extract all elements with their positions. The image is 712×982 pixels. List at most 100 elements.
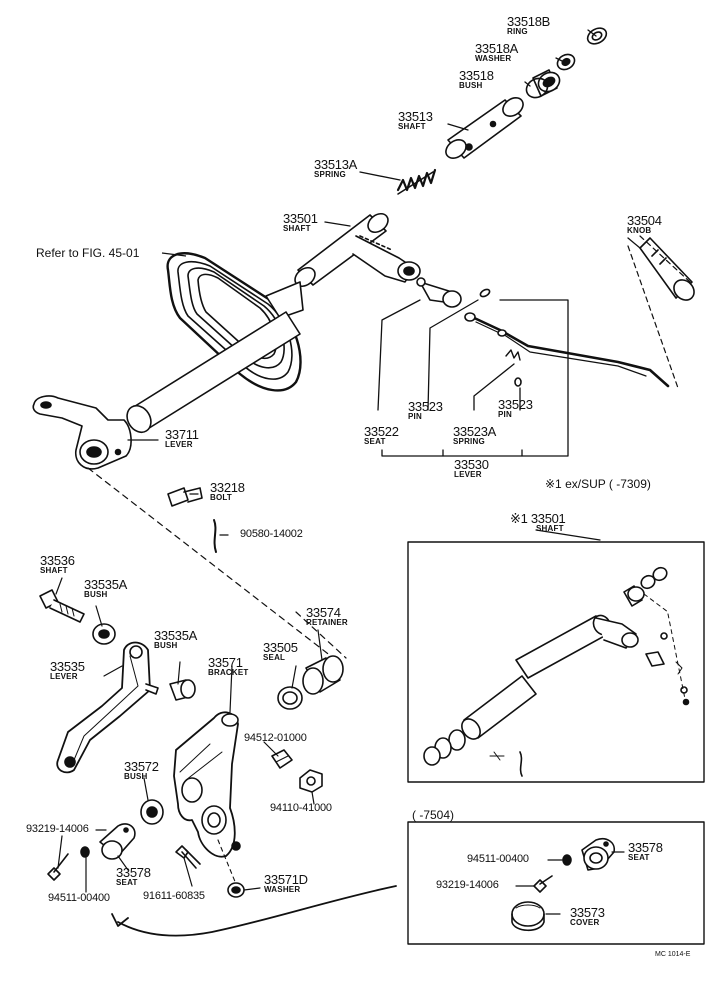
washer-33571D-part	[227, 882, 245, 898]
part-name: BUSH	[84, 590, 108, 599]
part-number: 33522	[364, 424, 399, 439]
part-number: 33711	[165, 427, 199, 442]
part-name: COVER	[570, 918, 600, 927]
part-number: 33518B	[507, 14, 551, 29]
part-label-33530: 33530 LEVER	[454, 458, 489, 479]
part-number: 33518A	[475, 41, 519, 56]
part-label-33523-pin-second: 33523 PIN	[498, 398, 533, 419]
part-number-91611: 91611-60835	[143, 890, 205, 902]
part-name: PIN	[408, 412, 422, 421]
lower-leader-lines	[55, 577, 323, 893]
spring-33523A-part	[505, 349, 521, 361]
part-number: 33578	[628, 840, 663, 855]
part-name: SHAFT	[536, 524, 564, 533]
part-number-94512: 94512-01000	[244, 732, 307, 744]
shaft-33513-part	[445, 97, 524, 159]
seat-33522-part	[416, 277, 462, 308]
bolt-91611-part	[175, 845, 201, 869]
part-name: KNOB	[627, 226, 652, 235]
part-label-33518: 33518 BUSH	[459, 69, 494, 90]
bracket-dashed-guide	[217, 839, 237, 885]
part-label-33518B: 33518B RING	[507, 15, 550, 36]
part-name: WASHER	[475, 54, 512, 63]
part-name: SEAT	[364, 437, 386, 446]
inset-shaft-drawing	[423, 566, 690, 777]
part-number: 33535	[50, 659, 85, 674]
lever-33711-part	[32, 395, 132, 470]
retainer-33574-part	[302, 655, 344, 695]
part-label-33513: 33513 SHAFT	[398, 110, 433, 131]
part-number: 33513	[398, 109, 433, 124]
part-label-33518A: 33518A WASHER	[475, 42, 518, 63]
bolt-93219-part	[47, 853, 69, 881]
part-name: RING	[507, 27, 528, 36]
bush-33518-part	[525, 69, 561, 99]
part-label-33501: 33501 SHAFT	[283, 212, 318, 233]
figure-code: MC 1014-E	[655, 951, 691, 958]
part-label-33522: 33522 SEAT	[364, 425, 399, 446]
figure-reference: Refer to FIG. 45-01	[36, 246, 140, 260]
part-label-33218: 33218 BOLT	[210, 481, 245, 502]
bolt-33218-part	[167, 487, 203, 507]
part-number: 33535A	[84, 577, 128, 592]
part-name: SPRING	[453, 437, 485, 446]
part-label-33535A: 33535A BUSH	[84, 578, 127, 599]
part-name: RETAINER	[306, 618, 348, 627]
shaft-33501-part	[294, 212, 421, 288]
part-number-94110: 94110-41000	[270, 802, 332, 814]
part-label-33523-pin: 33523 PIN	[408, 400, 443, 421]
part-name: BUSH	[124, 772, 148, 781]
seat-33578-part	[99, 823, 136, 860]
clip-90580-part	[213, 519, 217, 553]
lower-shaft-part	[126, 311, 301, 434]
range-7504-header: ( -7504)	[412, 808, 455, 822]
part-name: BUSH	[154, 641, 178, 650]
lever-33530-part	[464, 312, 670, 388]
spring-33513A-part	[396, 168, 437, 195]
part-number: 33573	[570, 905, 605, 920]
part-number: 33501	[283, 211, 318, 226]
washer-94511-part	[80, 846, 90, 858]
part-number: 33523	[408, 399, 443, 414]
ring-33518B-part	[586, 27, 608, 45]
lever-33535-part	[56, 641, 159, 774]
part-label-33505: 33505 SEAL	[263, 641, 298, 662]
part-number: 33504	[627, 213, 662, 228]
part-label-33504: 33504 KNOB	[627, 214, 662, 235]
pin-33523b-part	[514, 377, 522, 387]
part-name: BRACKET	[208, 668, 249, 677]
part-number: ※1 33501	[510, 511, 566, 526]
part-number: 33218	[210, 480, 245, 495]
part-number: 33535A	[154, 628, 198, 643]
knob-33504-part	[639, 237, 695, 301]
part-label-33578-inset: 33578 SEAT	[628, 841, 663, 862]
part-number: 33574	[306, 605, 341, 620]
part-number: 33536	[40, 553, 75, 568]
part-number-93219: 93219-14006	[26, 823, 89, 835]
lever-dashed-guide	[87, 467, 347, 661]
part-label-33523A: 33523A SPRING	[453, 425, 496, 446]
nut-94110-part	[299, 769, 323, 793]
part-number-94511-inset: 94511-00400	[467, 853, 529, 865]
part-name: BUSH	[459, 81, 483, 90]
inset-seat-drawing	[511, 837, 616, 932]
part-number: 33523	[498, 397, 533, 412]
washer-33518A-part	[556, 53, 576, 71]
inset-leader-lines	[515, 529, 625, 915]
part-label-33578: 33578 SEAT	[116, 866, 151, 887]
part-name: SEAT	[628, 853, 650, 862]
part-label-33513A: 33513A SPRING	[314, 158, 357, 179]
part-name: PIN	[498, 410, 512, 419]
part-number: 33578	[116, 865, 151, 880]
part-name: SEAT	[116, 878, 138, 887]
return-arrow	[117, 885, 397, 937]
part-number-93219-inset: 93219-14006	[436, 879, 499, 891]
part-label-33573: 33573 COVER	[570, 906, 605, 927]
part-number: 33571D	[264, 872, 308, 887]
seal-33505-part	[277, 686, 303, 710]
part-number: 33571	[208, 655, 243, 670]
part-label-33535: 33535 LEVER	[50, 660, 85, 681]
